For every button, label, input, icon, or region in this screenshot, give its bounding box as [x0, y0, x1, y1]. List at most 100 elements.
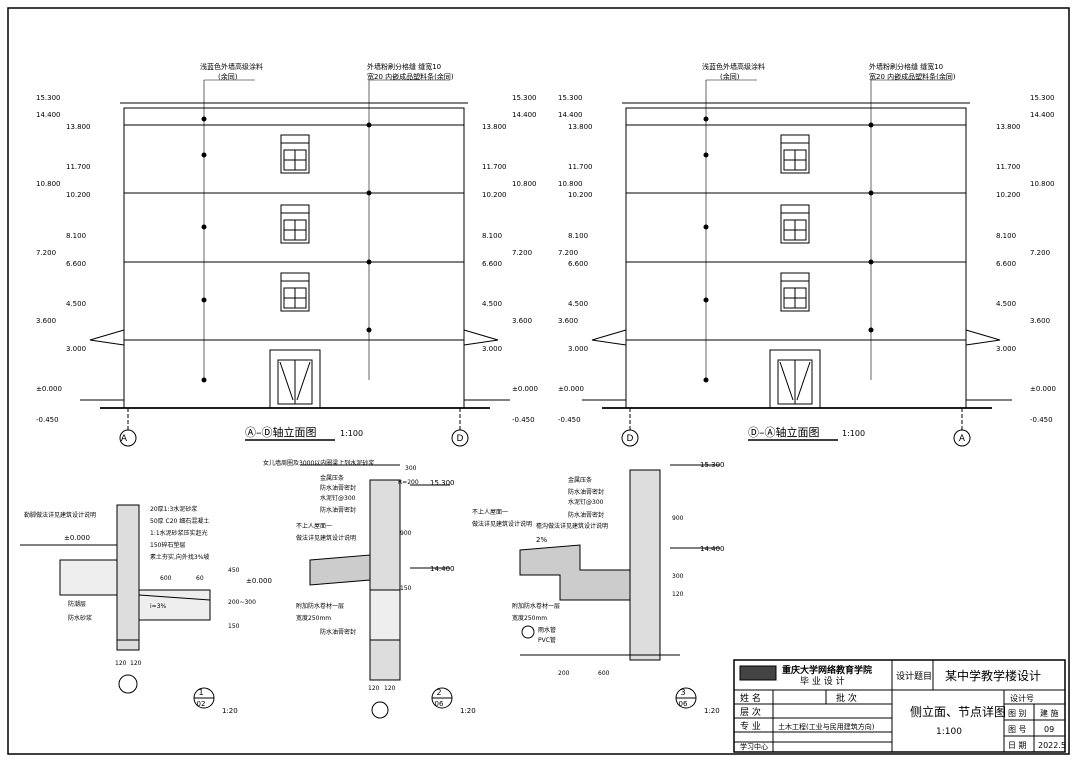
axis-label: D	[457, 434, 464, 444]
axis-bubble	[451, 429, 469, 447]
name-label: 姓 名	[740, 692, 761, 704]
window	[780, 134, 810, 174]
svg-text:2: 2	[436, 688, 441, 697]
school-name: 重庆大学网络教育学院	[782, 664, 872, 676]
elevation-right-note-left-sub: (余同)	[720, 72, 740, 81]
svg-text:15.300: 15.300	[558, 94, 583, 102]
svg-text:-0.450: -0.450	[558, 416, 581, 424]
svg-text:15.300: 15.300	[36, 94, 61, 102]
svg-text:120: 120	[115, 660, 127, 667]
svg-text:防水油膏密封: 防水油膏密封	[320, 628, 356, 636]
elevation-right-scale: 1:100	[842, 429, 865, 438]
svg-text:7.200: 7.200	[1030, 249, 1050, 257]
svg-text:15.300: 15.300	[1030, 94, 1055, 102]
entrance-door	[769, 349, 821, 409]
svg-text:120: 120	[384, 685, 396, 692]
svg-text:1:20: 1:20	[222, 707, 238, 715]
svg-text:-0.450: -0.450	[512, 416, 535, 424]
svg-text:防水油膏密封: 防水油膏密封	[320, 484, 356, 492]
elevation-left-note-right-sub: 宽20 内嵌成品塑料条(余同)	[367, 72, 454, 81]
svg-text:120: 120	[672, 591, 684, 598]
elevation-left-note-left-sub: (余同)	[218, 72, 238, 81]
svg-text:120: 120	[368, 685, 380, 692]
svg-text:02: 02	[197, 700, 206, 708]
svg-text:6.600: 6.600	[996, 260, 1016, 268]
svg-text:14.400: 14.400	[700, 545, 725, 553]
level-labels-right-elev-right: 15.300 14.400 13.800 11.700 10.800 10.20…	[996, 94, 1056, 424]
svg-text:附加防水卷材一层: 附加防水卷材一层	[512, 602, 560, 610]
svg-text:6.600: 6.600	[568, 260, 588, 268]
svg-text:不上人屋面一: 不上人屋面一	[472, 508, 508, 516]
svg-text:10.200: 10.200	[996, 191, 1021, 199]
svg-text:900: 900	[400, 530, 412, 537]
svg-text:宽度250mm: 宽度250mm	[512, 614, 547, 622]
svg-text:11.700: 11.700	[482, 163, 507, 171]
svg-text:水泥钉@300: 水泥钉@300	[320, 494, 356, 502]
svg-text:600: 600	[598, 670, 610, 677]
svg-text:2%: 2%	[536, 536, 547, 544]
level-labels-right: 15.300 14.400 13.800 11.700 10.800 10.20…	[482, 94, 538, 424]
elevation-right	[582, 79, 1012, 447]
svg-text:金属压条: 金属压条	[568, 476, 592, 484]
svg-text:6.600: 6.600	[66, 260, 86, 268]
svg-text:檐沟做法详见建筑设计说明: 檐沟做法详见建筑设计说明	[536, 522, 608, 530]
svg-text:3.000: 3.000	[568, 345, 588, 353]
svg-text:女儿墙周圈及3000以内圈梁上列水泥砂浆: 女儿墙周圈及3000以内圈梁上列水泥砂浆	[263, 459, 374, 467]
svg-text:雨水管: 雨水管	[538, 626, 556, 634]
drawing-scale: 1:100	[936, 727, 962, 737]
svg-text:20厚1:3水泥砂浆: 20厚1:3水泥砂浆	[150, 505, 197, 513]
svg-text:8.100: 8.100	[996, 232, 1016, 240]
svg-text:防水油膏密封: 防水油膏密封	[568, 488, 604, 496]
svg-text:3: 3	[680, 688, 685, 697]
entrance-door	[269, 349, 321, 409]
svg-text:7.200: 7.200	[558, 249, 578, 257]
svg-text:14.400: 14.400	[430, 565, 455, 573]
design-no-label: 设计号	[1010, 693, 1034, 703]
svg-text:1: 1	[198, 688, 203, 697]
level-labels-right-elev-left: 15.300 14.400 13.800 11.700 10.800 10.20…	[558, 94, 593, 424]
level-label: 层 次	[740, 706, 761, 718]
svg-text:水泥钉@300: 水泥钉@300	[568, 498, 604, 506]
svg-text:50厚 C20 细石混凝土: 50厚 C20 细石混凝土	[150, 517, 209, 525]
svg-text:勒脚做法详见建筑设计说明: 勒脚做法详见建筑设计说明	[24, 511, 96, 519]
svg-text:60: 60	[196, 575, 204, 582]
school-logo	[739, 665, 777, 681]
building-outline	[123, 107, 465, 409]
axis-bubble	[621, 429, 639, 447]
svg-text:-0.450: -0.450	[1030, 416, 1053, 424]
svg-text:i=3%: i=3%	[150, 603, 167, 610]
detail-2-notes: 女儿墙周圈及3000以内圈梁上列水泥砂浆 金属压条 防水油膏密封 水泥钉@300…	[263, 459, 476, 715]
project-label: 设计题目	[896, 670, 932, 682]
date-label: 日 期	[1008, 741, 1027, 750]
svg-text:-0.450: -0.450	[36, 416, 59, 424]
svg-text:不上人屋面一: 不上人屋面一	[296, 522, 332, 530]
elevation-left	[80, 79, 510, 447]
axis-bubble	[119, 429, 137, 447]
window	[280, 134, 310, 174]
svg-text:8.100: 8.100	[568, 232, 588, 240]
svg-text:300: 300	[405, 465, 417, 472]
svg-text:10.800: 10.800	[1030, 180, 1055, 188]
svg-text:做法详见建筑设计说明: 做法详见建筑设计说明	[296, 534, 356, 542]
svg-text:7.200: 7.200	[512, 249, 532, 257]
detail-3-notes: 金属压条 防水油膏密封 水泥钉@300 防水油膏密封 不上人屋面一 做法详见建筑…	[472, 461, 725, 715]
svg-text:13.800: 13.800	[568, 123, 593, 131]
svg-text:06: 06	[435, 700, 444, 708]
svg-text:150: 150	[228, 623, 240, 630]
svg-text:14.400: 14.400	[558, 111, 583, 119]
svg-text:13.800: 13.800	[66, 123, 91, 131]
detail-1-notes: 勒脚做法详见建筑设计说明 20厚1:3水泥砂浆 50厚 C20 细石混凝土 1:…	[24, 505, 272, 715]
category-value: 建 施	[1040, 708, 1059, 718]
svg-text:8.100: 8.100	[482, 232, 502, 240]
svg-text:3.000: 3.000	[66, 345, 86, 353]
svg-text:1:20: 1:20	[704, 707, 720, 715]
window	[780, 204, 810, 244]
svg-text:宽度250mm: 宽度250mm	[296, 614, 331, 622]
approve-label: 批 次	[836, 692, 857, 704]
svg-text:3.000: 3.000	[996, 345, 1016, 353]
elevation-right-note-right: 外墙粉刷分格缝 缝宽10	[869, 62, 943, 71]
svg-text:10.800: 10.800	[512, 180, 537, 188]
svg-text:14.400: 14.400	[36, 111, 61, 119]
svg-text:PVC管: PVC管	[538, 636, 556, 644]
